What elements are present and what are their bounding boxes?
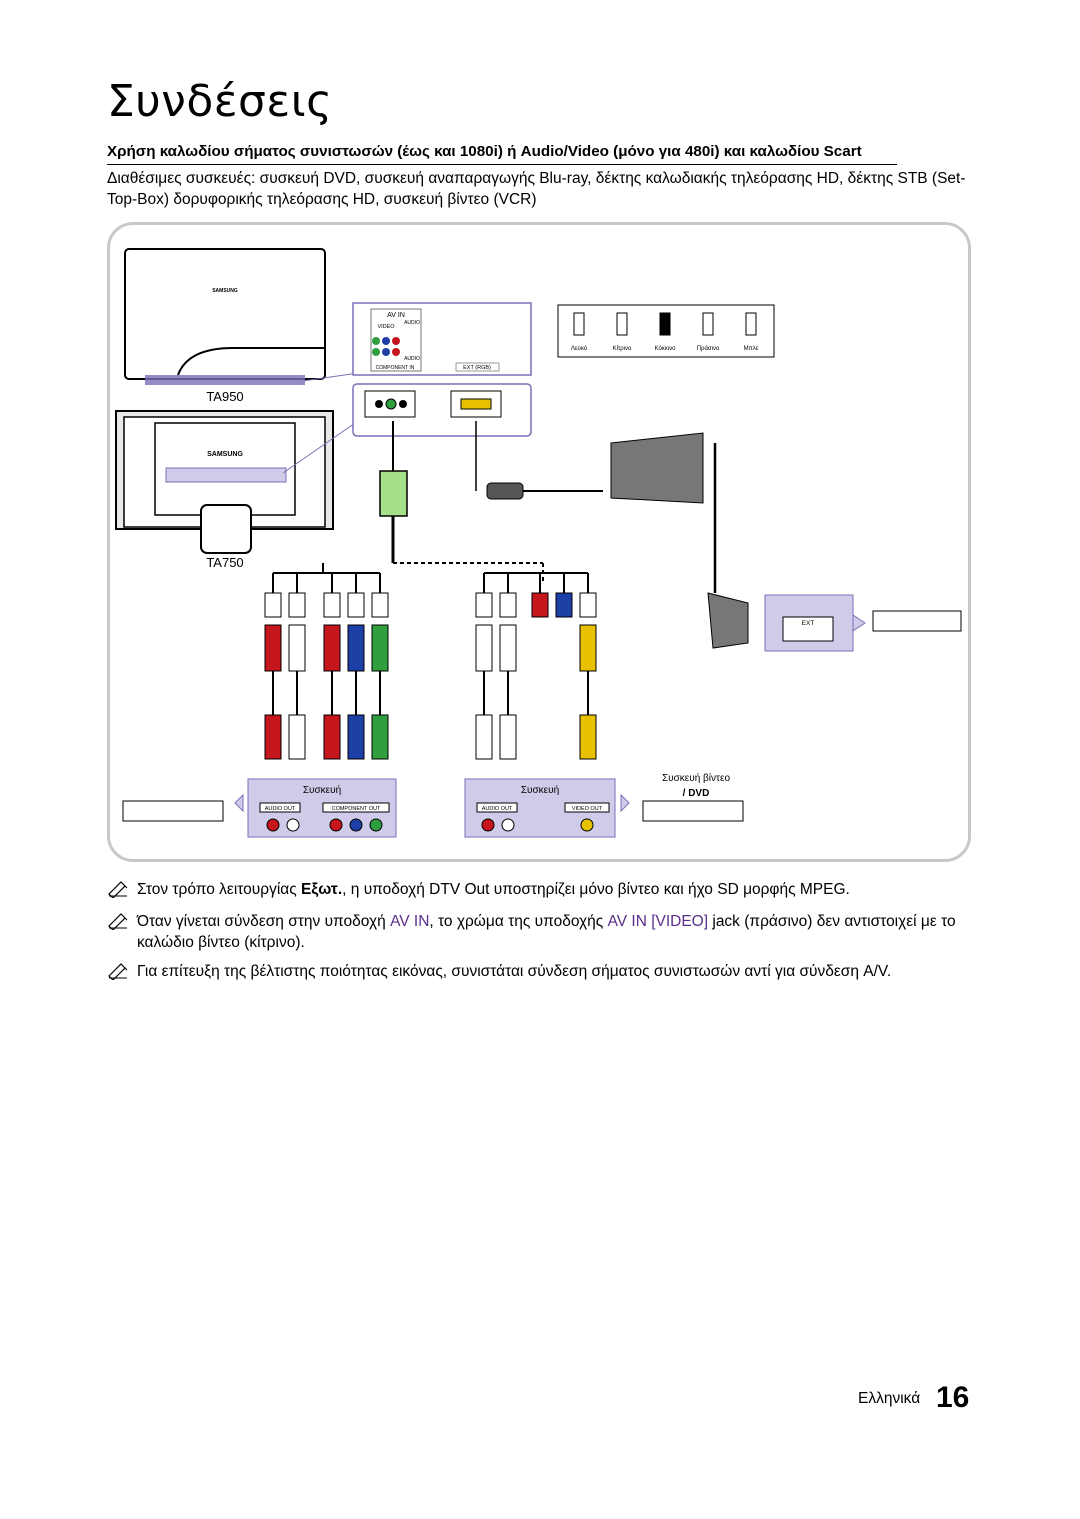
rca-plug-top (475, 592, 493, 618)
rca-plug-mid (579, 624, 597, 672)
cable-color-legend: Λευκό Κίτρινο Κόκκινο Πράσινο Μπλε (557, 304, 775, 358)
rca-plug-bottom (475, 714, 493, 760)
note-2-before: Όταν γίνεται σύνδεση στην υποδοχή (137, 913, 391, 930)
port-panel-zoom (352, 383, 532, 437)
dvd-device-icon-left (122, 800, 224, 822)
rca-plug-bottom (264, 714, 282, 760)
rca-plug-top (531, 592, 549, 618)
rca-plug-top (323, 592, 341, 618)
note-2-middle: , το χρώμα της υποδοχής (429, 913, 608, 930)
rca-plug-bottom (499, 714, 517, 760)
rca-plug-mid (499, 624, 517, 672)
ext-rgb-label: EXT (RGB) (463, 365, 491, 371)
av-in-label: AV IN (387, 312, 405, 319)
device-panel-mid: Συσκευή AUDIO OUT VIDEO OUT (464, 778, 630, 838)
legend-green: Πράσινο (697, 345, 720, 352)
audio-out-label: AUDIO OUT (265, 806, 296, 812)
ta750-label: TA750 (206, 555, 243, 570)
audio-out-label-2: AUDIO OUT (482, 806, 513, 812)
legend-white: Λευκό (571, 345, 588, 352)
monitor-ta750: SAMSUNG TA750 (115, 410, 334, 570)
rca-plug-mid (475, 624, 493, 672)
note-pencil-icon (108, 881, 128, 898)
rca-plug-top (579, 592, 597, 618)
ta750-brand: SAMSUNG (207, 451, 243, 458)
device-left-label: Συσκευή (303, 784, 341, 796)
note-2-highlight-1: AV IN (390, 913, 430, 930)
rca-plug-bottom (323, 714, 341, 760)
device-right-label-1: Συσκευή βίντεο (662, 772, 730, 784)
rca-plug-top (288, 592, 306, 618)
legend-yellow: Κίτρινο (613, 346, 632, 352)
device-right-label-2: / DVD (683, 788, 710, 799)
vcr-device-icon (872, 610, 962, 632)
ta950-label: TA950 (206, 389, 243, 404)
rca-plug-mid (288, 624, 306, 672)
connection-diagram-svg: SAMSUNG TA950 SAMSUNG TA750 AV IN VIDEO … (115, 248, 962, 838)
audio-label: AUDIO (404, 320, 420, 326)
page-title: Συνδέσεις (107, 76, 333, 127)
rca-plug-top (347, 592, 365, 618)
note-1-bold: Εξωτ. (301, 881, 343, 898)
port-panel: AV IN VIDEO AUDIO AUDIO COMPONENT IN EXT… (352, 302, 532, 376)
available-devices-text: Διαθέσιμες συσκευές: συσκευή DVD, συσκευ… (107, 170, 966, 208)
rca-plug-mid (264, 624, 282, 672)
component-in-label: COMPONENT IN (376, 365, 415, 371)
section-subheading: Χρήση καλωδίου σήματος συνιστωσών (έως κ… (107, 143, 897, 165)
rca-plug-top (499, 592, 517, 618)
ext-label: EXT (802, 620, 815, 627)
ta950-brand: SAMSUNG (212, 288, 238, 294)
note-2: Όταν γίνεται σύνδεση στην υποδοχή AV IN,… (107, 911, 967, 953)
device-mid-label: Συσκευή (521, 784, 559, 796)
note-pencil-icon (108, 913, 128, 930)
rca-plug-mid (323, 624, 341, 672)
note-1: Στον τρόπο λειτουργίας Εξωτ., η υποδοχή … (107, 879, 967, 900)
rca-plug-bottom (288, 714, 306, 760)
scart-connector (610, 432, 704, 504)
note-2-highlight-2: AV IN [VIDEO] (607, 913, 709, 930)
footer-language: Ελληνικά (858, 1390, 921, 1407)
device-panel-left: Συσκευή AUDIO OUT COMPONENT OUT (234, 778, 397, 838)
rca-cables (264, 563, 597, 760)
legend-red: Κόκκινο (655, 345, 677, 352)
note-2-after: jack (πράσινο) δεν αντιστοιχεί με το καλ… (137, 913, 956, 951)
rca-plug-top (371, 592, 389, 618)
rca-plug-top (555, 592, 573, 618)
audio-label-2: AUDIO (404, 356, 420, 362)
legend-blue: Μπλε (744, 346, 759, 352)
rca-plug-mid (371, 624, 389, 672)
av-adapter (379, 470, 408, 517)
note-3-text: Για επίτευξη της βέλτιστης ποιότητας εικ… (137, 963, 892, 980)
note-1-text: Στον τρόπο λειτουργίας (137, 881, 302, 898)
rca-plug-bottom (347, 714, 365, 760)
monitor-ta950: SAMSUNG TA950 (124, 248, 326, 404)
rca-plug-bottom (371, 714, 389, 760)
note-pencil-icon (108, 963, 128, 980)
page-number: 16 (936, 1381, 970, 1414)
connection-diagram: SAMSUNG TA950 SAMSUNG TA750 AV IN VIDEO … (107, 222, 971, 862)
component-out-label: COMPONENT OUT (332, 806, 381, 812)
note-3: Για επίτευξη της βέλτιστης ποιότητας εικ… (107, 961, 967, 982)
video-out-label: VIDEO OUT (572, 806, 603, 812)
note-1-after: , η υποδοχή DTV Out υποστηρίζει μόνο βίν… (342, 881, 850, 898)
rca-plug-bottom (579, 714, 597, 760)
rca-plug-top (264, 592, 282, 618)
rca-plug-mid (347, 624, 365, 672)
dvd-device-icon-right (642, 800, 744, 822)
video-label: VIDEO (377, 324, 395, 330)
